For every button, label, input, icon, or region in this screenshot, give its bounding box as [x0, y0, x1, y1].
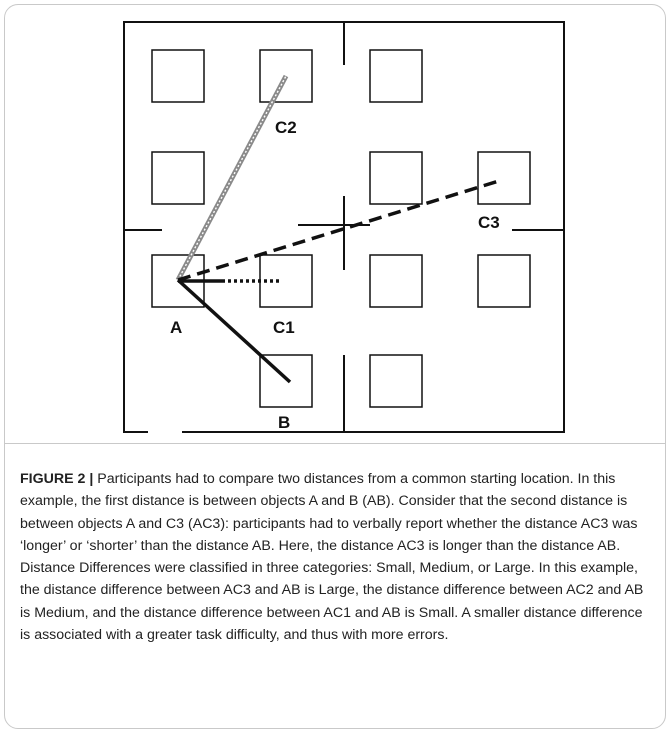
object-square: [151, 49, 205, 103]
room-walls: [123, 21, 565, 433]
label-c2: C2: [275, 118, 297, 137]
line-a-b: [176, 278, 292, 384]
object-square: [477, 254, 531, 308]
figure-label: FIGURE 2 |: [20, 471, 94, 487]
figure-frame: [4, 4, 666, 729]
object-square: [259, 254, 313, 308]
line-a-c3: [177, 178, 503, 282]
caption-text: Participants had to compare two distance…: [20, 471, 644, 644]
room-layout-diagram: C2 C3 A C1 B: [123, 21, 565, 433]
distance-lines: [175, 74, 503, 384]
label-a: A: [170, 318, 182, 337]
object-square: [151, 151, 205, 205]
object-square: [477, 151, 531, 205]
caption-divider: [4, 443, 666, 444]
line-a-c2-inner: [177, 75, 287, 281]
object-square: [369, 254, 423, 308]
object-square: [369, 151, 423, 205]
object-square: [369, 49, 423, 103]
object-square: [369, 354, 423, 408]
label-c3: C3: [478, 213, 500, 232]
figure-caption: FIGURE 2 | Participants had to compare t…: [20, 468, 652, 646]
label-b: B: [278, 413, 290, 432]
label-c1: C1: [273, 318, 295, 337]
